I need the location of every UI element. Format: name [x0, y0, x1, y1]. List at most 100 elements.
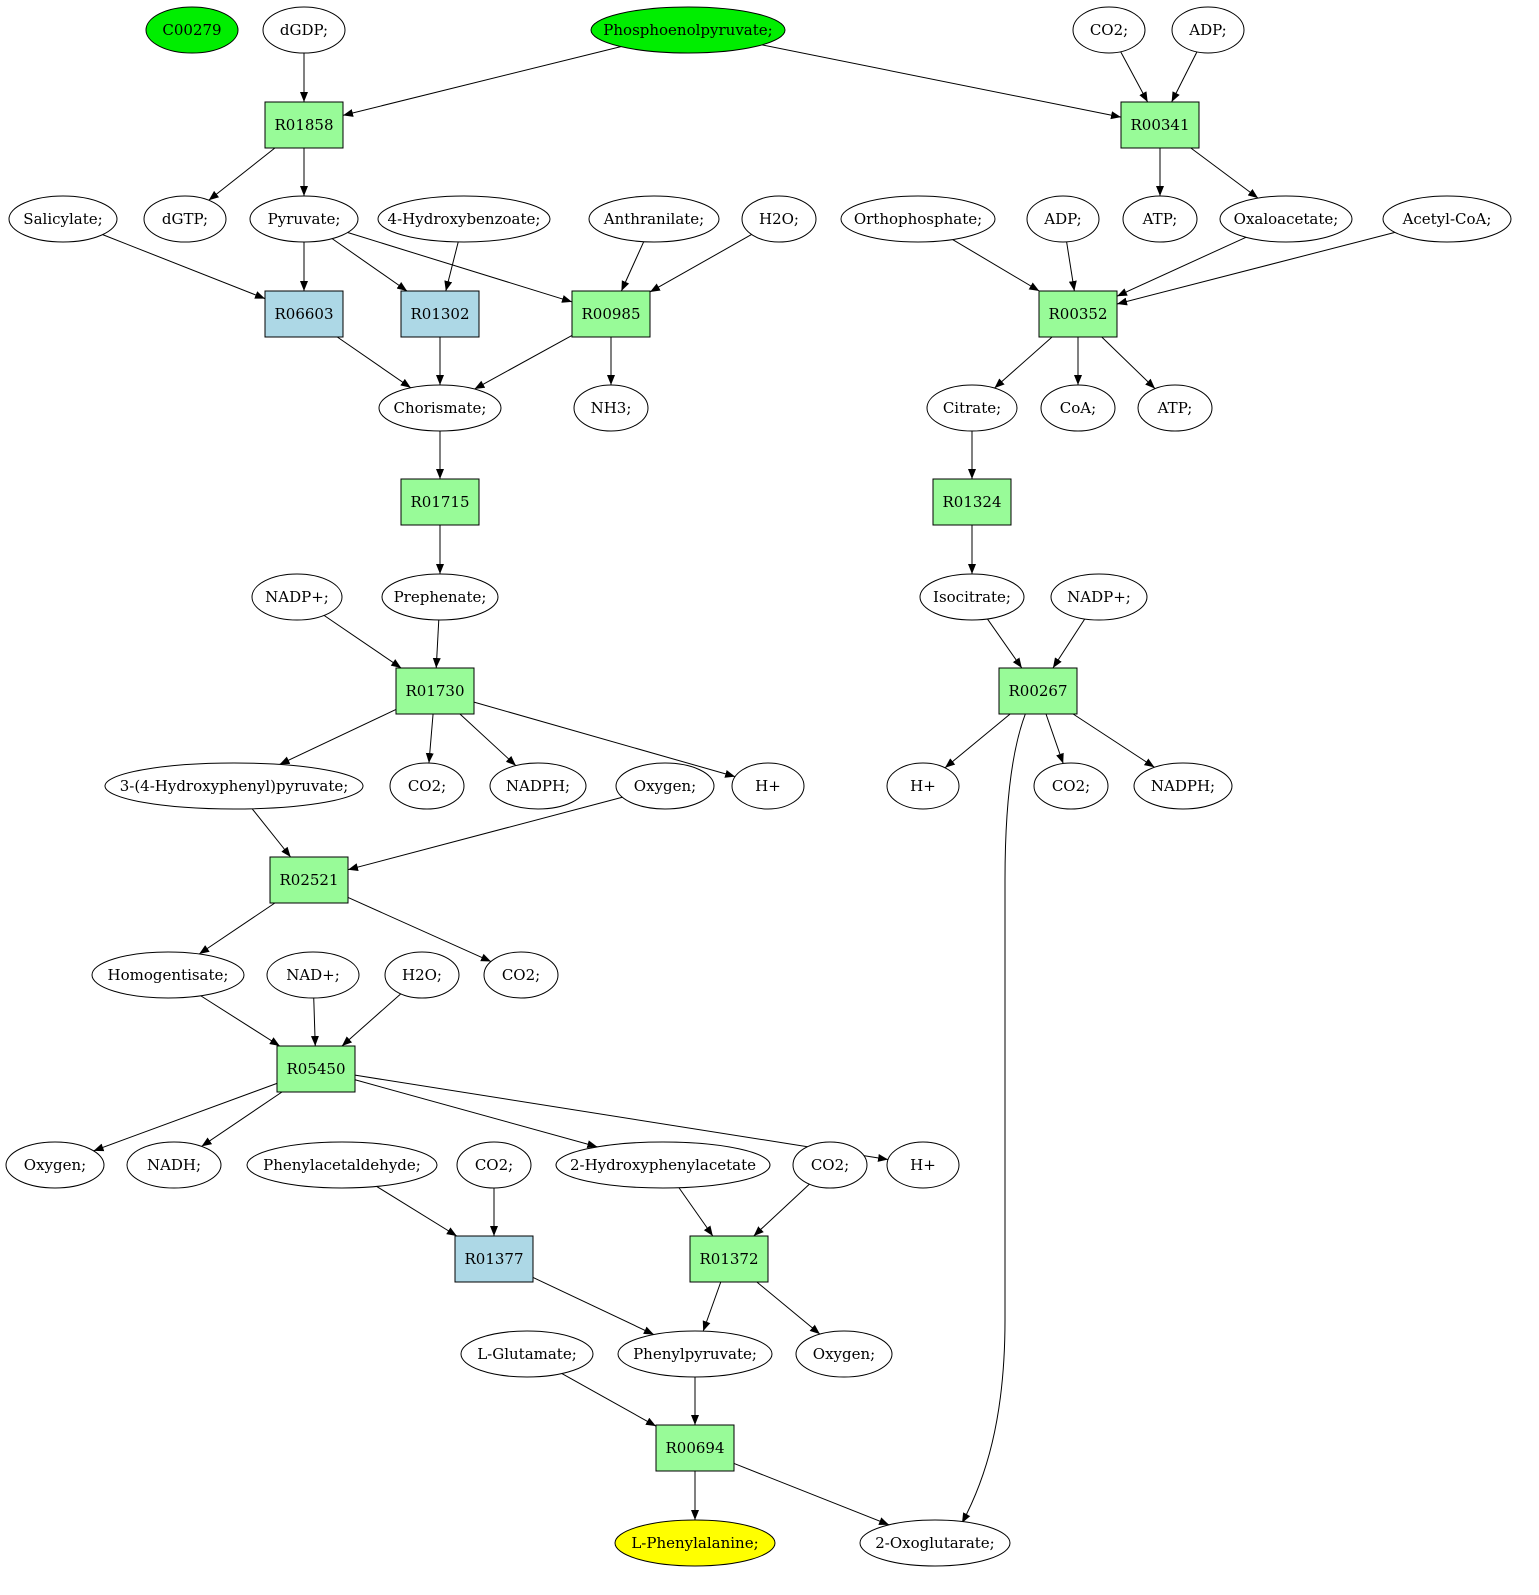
node-label: H2O;	[759, 210, 799, 228]
compound-ellipse	[1050, 573, 1148, 621]
reaction-box	[264, 101, 344, 149]
edge-acetylcoa-to-r00352	[1116, 231, 1396, 306]
node-label: R01377	[464, 1250, 523, 1268]
edge-h2o-1-to-r00985	[649, 234, 752, 293]
compound-ellipse	[1382, 195, 1512, 243]
edge-r05450-to-nadh	[201, 1091, 283, 1147]
edge-pep-to-r01858	[342, 46, 622, 117]
reaction-box	[395, 667, 475, 715]
compound-ellipse	[249, 195, 359, 243]
compound-ellipse	[8, 195, 118, 243]
compound-node-phenylpyruvate: Phenylpyruvate;	[617, 1330, 773, 1378]
edge-r00267-to-hp-2	[944, 713, 1011, 769]
compound-ellipse	[145, 6, 239, 54]
edge-phenylacetaldehyde-to-r01377	[376, 1185, 458, 1237]
node-label: R00985	[581, 305, 640, 323]
compound-node-adp-top: ADP;	[1171, 6, 1245, 54]
edge-r02521-to-co2-4	[347, 897, 492, 963]
reaction-box	[998, 667, 1078, 715]
node-label: CO2;	[408, 777, 446, 795]
compound-ellipse	[377, 195, 551, 243]
compound-ellipse	[251, 573, 343, 621]
edge-r01372-to-oxygen-3	[756, 1281, 821, 1335]
edge-hpa2-to-r01372	[678, 1187, 714, 1237]
compound-node-h2o-2: H2O;	[384, 951, 460, 999]
node-label: Chorismate;	[394, 399, 487, 417]
reaction-node-r00694: R00694	[655, 1424, 735, 1472]
reaction-node-r00352: R00352	[1038, 290, 1118, 338]
reaction-box	[454, 1235, 534, 1283]
edge-r06603-to-chorismate	[336, 336, 412, 389]
compound-node-oxygen-1: Oxygen;	[615, 762, 715, 810]
node-label: 2-Oxoglutarate;	[875, 1534, 995, 1552]
node-label: L-Glutamate;	[477, 1345, 577, 1363]
compound-ellipse	[555, 1141, 771, 1189]
edge-isocitrate-to-r00267	[987, 618, 1023, 669]
edge-r05450-to-hp-3	[354, 1074, 889, 1162]
node-label: H+	[755, 777, 781, 795]
reaction-node-r00267: R00267	[998, 667, 1078, 715]
reaction-node-r01302: R01302	[400, 290, 480, 338]
edge-co2-top-to-r00341	[1120, 51, 1149, 103]
reaction-node-r01715: R01715	[400, 478, 480, 526]
edge-nadpp-1-to-r01730	[323, 614, 402, 669]
edge-oxaloacetate-to-r00352	[1116, 236, 1247, 297]
compound-ellipse	[143, 195, 227, 243]
edge-r01377-to-phenylpyruvate	[532, 1276, 655, 1336]
compound-ellipse	[1133, 762, 1233, 810]
compound-node-hpp: 3-(4-Hydroxyphenyl)pyruvate;	[104, 762, 364, 810]
compound-ellipse	[246, 1141, 438, 1189]
node-label: 4-Hydroxybenzoate;	[388, 210, 541, 228]
compound-node-oxygen-3: Oxygen;	[795, 1330, 893, 1378]
compound-ellipse	[795, 1330, 893, 1378]
compound-ellipse	[126, 1141, 222, 1189]
node-label: R01302	[410, 305, 469, 323]
compound-node-co2-2: CO2;	[389, 762, 465, 810]
compound-ellipse	[617, 1330, 773, 1378]
node-label: ATP;	[1142, 210, 1178, 228]
edge-oxygen-1-to-r02521	[347, 796, 623, 872]
compound-ellipse	[1219, 195, 1353, 243]
reaction-box	[932, 478, 1012, 526]
node-label: CoA;	[1060, 399, 1096, 417]
edge-homogentisate-to-r05450	[200, 995, 281, 1047]
compound-ellipse	[104, 762, 364, 810]
node-label: CO2;	[811, 1156, 849, 1174]
node-label: CO2;	[1090, 21, 1128, 39]
compound-node-adp-2: ADP;	[1026, 195, 1100, 243]
node-label: CO2;	[502, 966, 540, 984]
reaction-box	[571, 290, 651, 338]
compound-ellipse	[573, 384, 649, 432]
edge-r00985-to-chorismate	[474, 335, 573, 390]
reaction-box	[400, 290, 480, 338]
compound-ellipse	[926, 384, 1018, 432]
compound-ellipse	[886, 762, 960, 810]
reaction-node-r06603: R06603	[264, 290, 344, 338]
compound-ellipse	[1033, 762, 1109, 810]
compound-node-co2-5: CO2;	[456, 1141, 532, 1189]
reaction-node-r02521: R02521	[269, 856, 349, 904]
compound-node-pep: Phosphoenolpyruvate;	[590, 6, 786, 54]
node-label: R00352	[1048, 305, 1107, 323]
compound-node-anthranilate: Anthranilate;	[588, 195, 720, 243]
compound-node-coa: CoA;	[1040, 384, 1116, 432]
node-label: R00341	[1130, 116, 1189, 134]
node-label: NADP+;	[265, 588, 329, 606]
reaction-box	[400, 478, 480, 526]
compound-node-atp-1: ATP;	[1122, 195, 1198, 243]
reaction-node-r01377: R01377	[454, 1235, 534, 1283]
reaction-node-r01858: R01858	[264, 101, 344, 149]
compound-node-dgtp: dGTP;	[143, 195, 227, 243]
compound-node-lglutamate: L-Glutamate;	[460, 1330, 594, 1378]
edge-r01730-to-co2-2	[425, 713, 434, 764]
edge-r01730-to-hpp	[279, 708, 397, 765]
edge-r05450-to-hpa2	[354, 1079, 598, 1149]
compound-ellipse	[460, 1330, 594, 1378]
edge-r00267-to-nadph-2	[1072, 713, 1155, 768]
edge-lglutamate-to-r00694	[561, 1373, 657, 1427]
compound-ellipse	[1137, 384, 1213, 432]
compound-node-nadh: NADH;	[126, 1141, 222, 1189]
node-label: Citrate;	[943, 399, 1001, 417]
reaction-box	[276, 1045, 356, 1093]
